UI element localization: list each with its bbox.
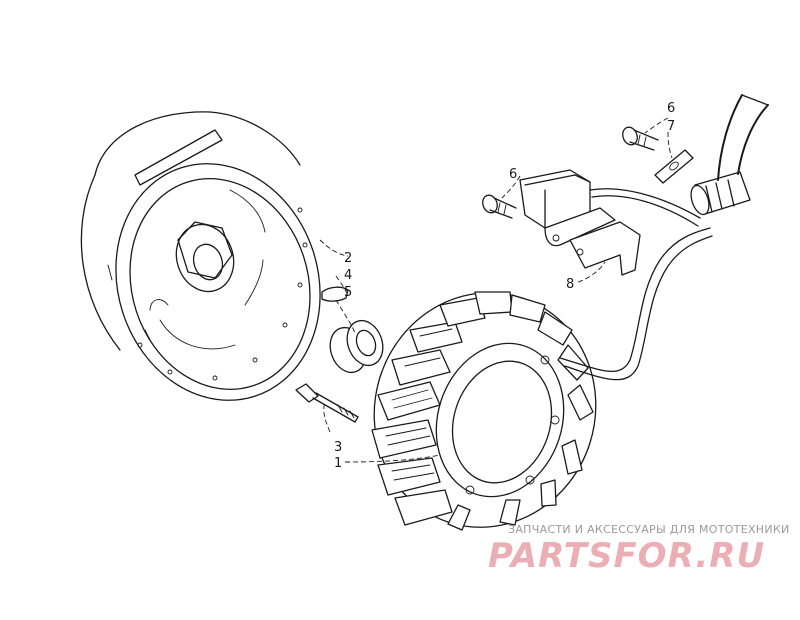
part-labels: 2 4 5 3 1 6 6 7 8: [334, 101, 675, 471]
wire-grommet: [690, 94, 769, 216]
part-label-6-upper: 6: [667, 101, 675, 116]
part-label-8: 8: [566, 277, 574, 292]
stator-coils: [371, 291, 594, 531]
part-label-6-lower: 6: [509, 167, 517, 182]
woodruff-key: [321, 286, 349, 302]
part-label-5: 5: [344, 285, 352, 300]
part-label-3: 3: [334, 440, 342, 455]
sensor-screw: [482, 194, 517, 219]
part-label-1: 1: [334, 456, 342, 471]
watermark-tagline: ЗАПЧАСТИ И АКСЕССУАРЫ ДЛЯ МОТОТЕХНИКИ: [508, 523, 790, 536]
watermark-logo: PARTSFOR.RU: [488, 536, 766, 576]
retainer-plate: [654, 149, 694, 184]
flywheel: [80, 111, 321, 401]
stator: [371, 227, 713, 531]
part-label-7: 7: [667, 119, 675, 134]
plate-screw: [622, 126, 659, 151]
part-label-4: 4: [344, 268, 352, 283]
spacer-collar: [329, 319, 384, 374]
callout-lines: [319, 117, 673, 463]
pickup-sensor: [519, 169, 701, 276]
part-label-2: 2: [344, 251, 352, 266]
stator-bolt: [295, 383, 359, 423]
